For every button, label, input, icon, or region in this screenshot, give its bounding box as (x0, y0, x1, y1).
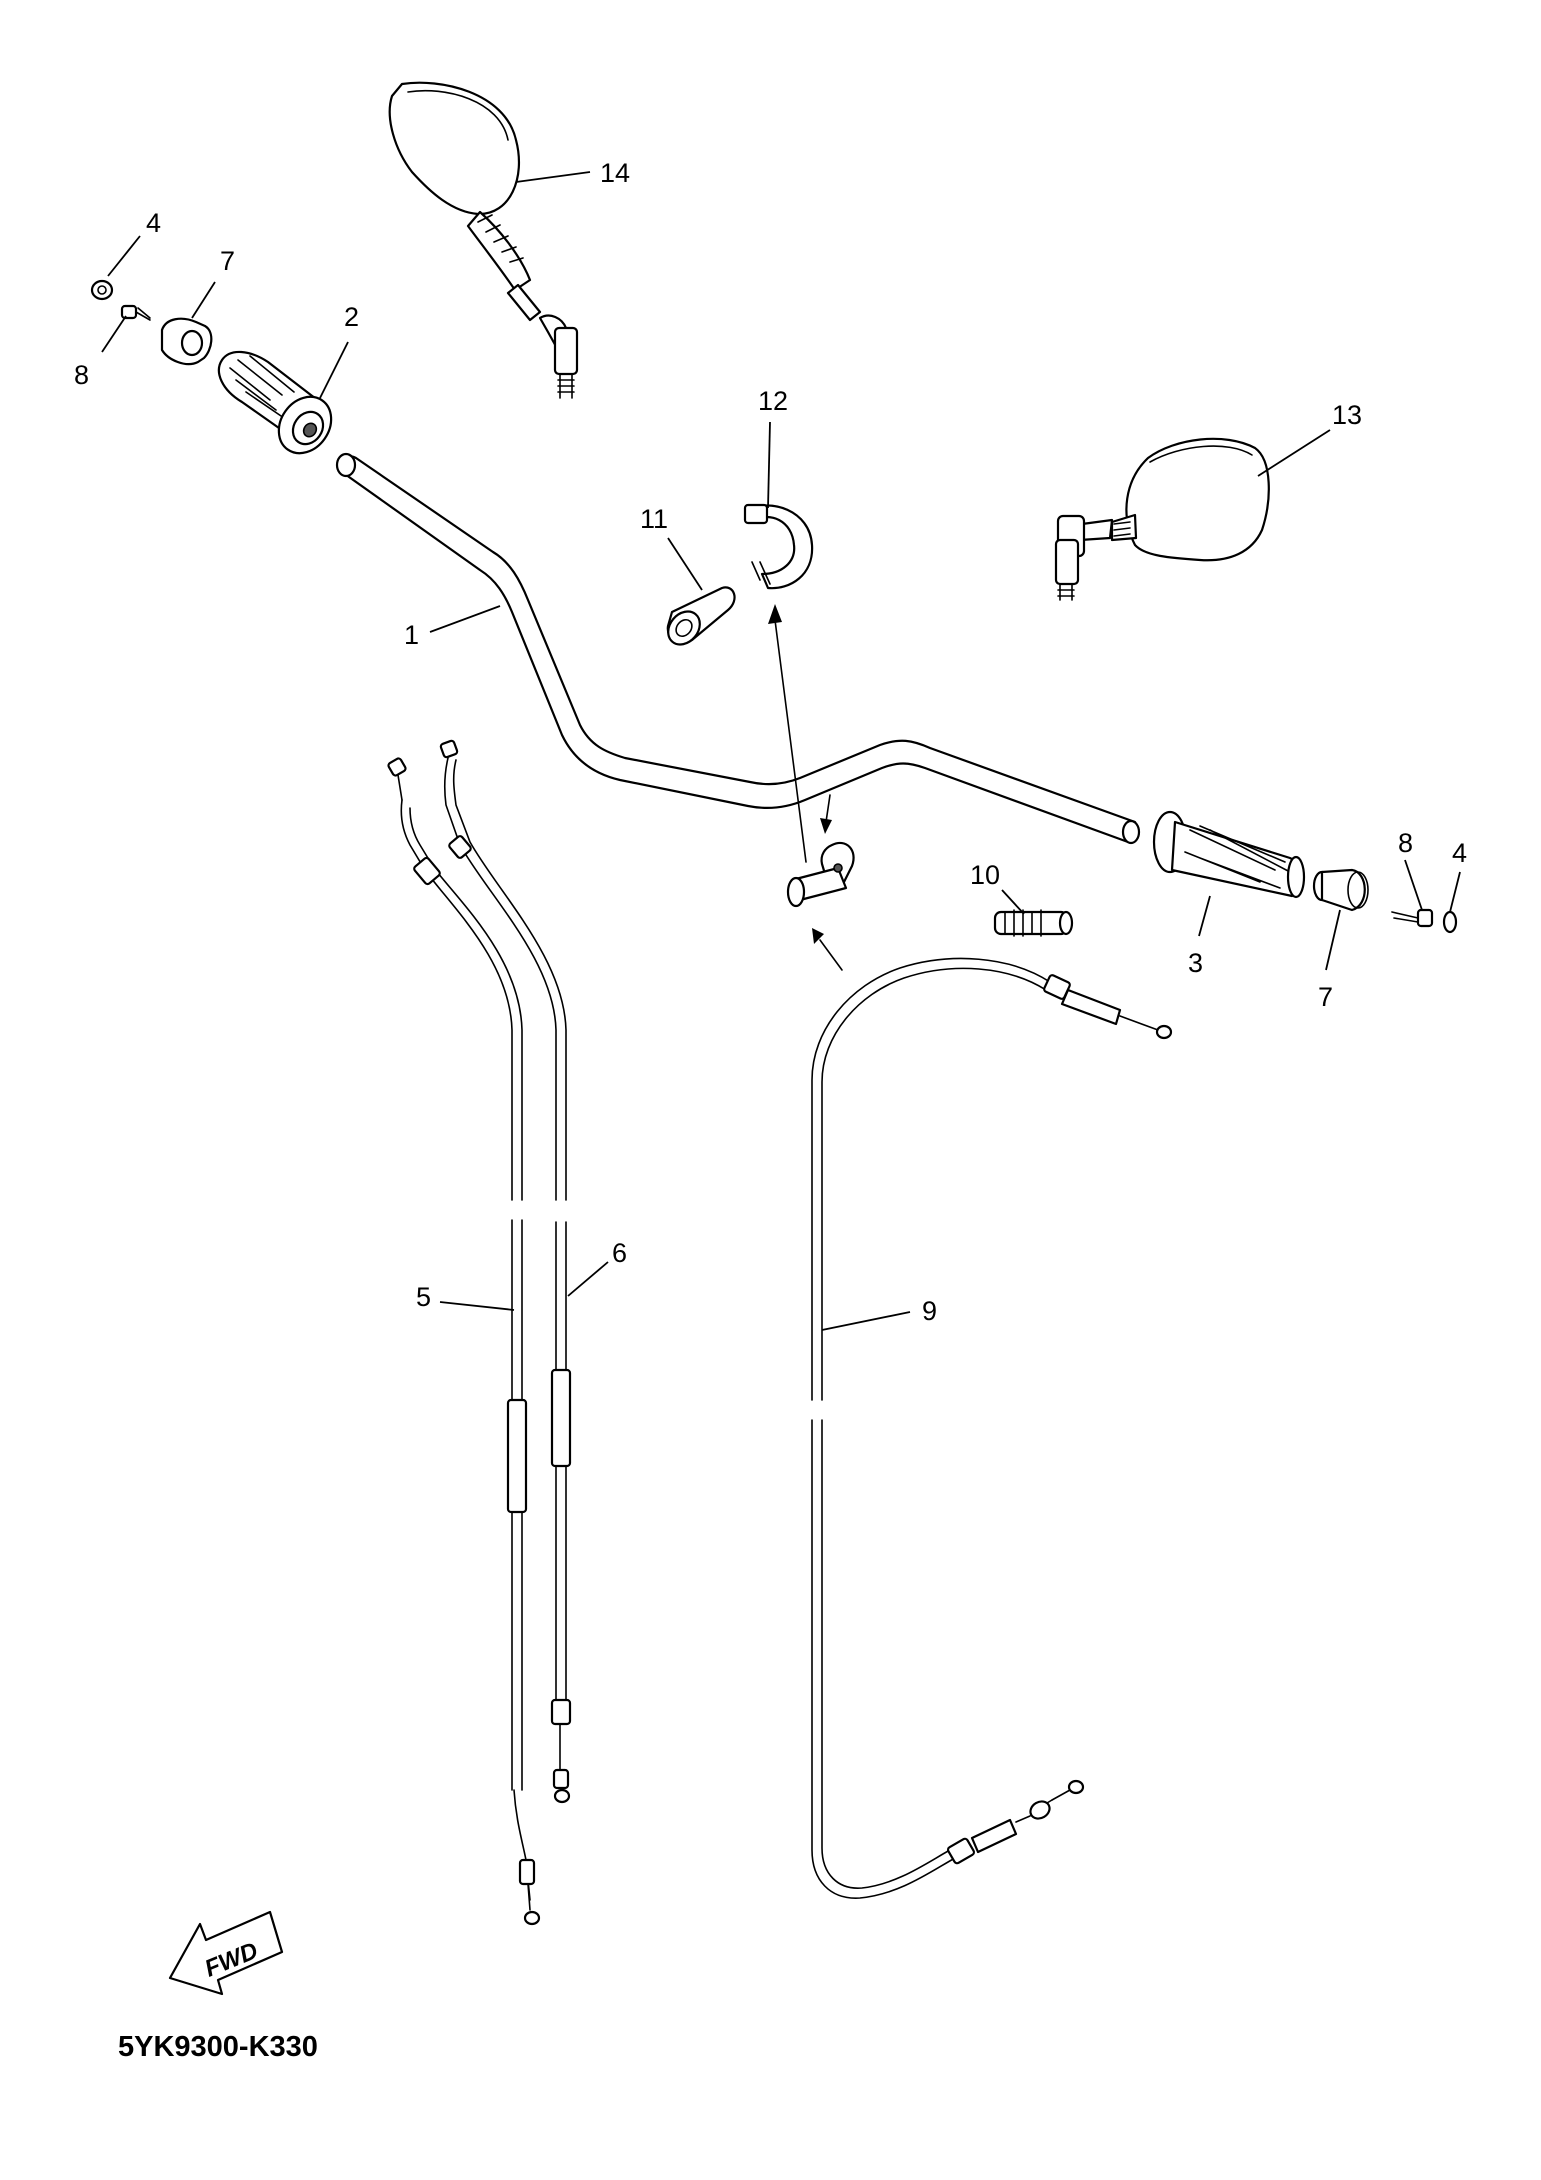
callout-14: 14 (600, 158, 630, 188)
handlebar (335, 452, 1141, 845)
callout-4-left: 4 (146, 208, 161, 238)
callout-4-right: 4 (1452, 838, 1467, 868)
forward-direction-arrow: FWD (168, 1910, 284, 1996)
bar-end-right (1312, 868, 1369, 912)
callout-labels: 14 4 7 8 2 13 12 11 1 10 3 8 4 7 5 6 9 (74, 158, 1467, 1326)
callout-11: 11 (640, 504, 668, 534)
callout-8-left: 8 (74, 360, 89, 390)
callout-1: 1 (404, 620, 419, 650)
screw-right (1391, 908, 1434, 928)
cable-clip (743, 503, 814, 590)
callout-3: 3 (1188, 948, 1203, 978)
callout-5: 5 (416, 1282, 431, 1312)
clutch-cable (811, 957, 1173, 1899)
arrow-lines (768, 604, 843, 971)
callout-13: 13 (1332, 400, 1362, 430)
leader-lines (101, 171, 1461, 1331)
collar-tube (666, 586, 736, 646)
cable-adjuster (993, 909, 1074, 937)
callout-6: 6 (612, 1238, 627, 1268)
grip-right (1152, 810, 1306, 899)
callout-8-right: 8 (1398, 828, 1413, 858)
callout-7-right: 7 (1318, 982, 1333, 1012)
throttle-cable-5 (387, 757, 541, 1926)
throttle-cable-6 (439, 739, 572, 1804)
callout-9: 9 (922, 1296, 937, 1326)
screw-left (120, 304, 151, 321)
throttle-guide (786, 841, 855, 908)
callout-10: 10 (970, 860, 1000, 890)
grip-left (217, 350, 333, 455)
mirror-right (1054, 437, 1270, 601)
callout-12: 12 (758, 386, 788, 416)
washer-left (90, 279, 114, 301)
bar-end-left (160, 317, 213, 366)
mirror-left (388, 81, 579, 399)
washer-right (1442, 910, 1458, 934)
callout-2: 2 (344, 302, 359, 332)
callout-7-left: 7 (220, 246, 235, 276)
diagram-code: 5YK9300-K330 (118, 2031, 318, 2063)
